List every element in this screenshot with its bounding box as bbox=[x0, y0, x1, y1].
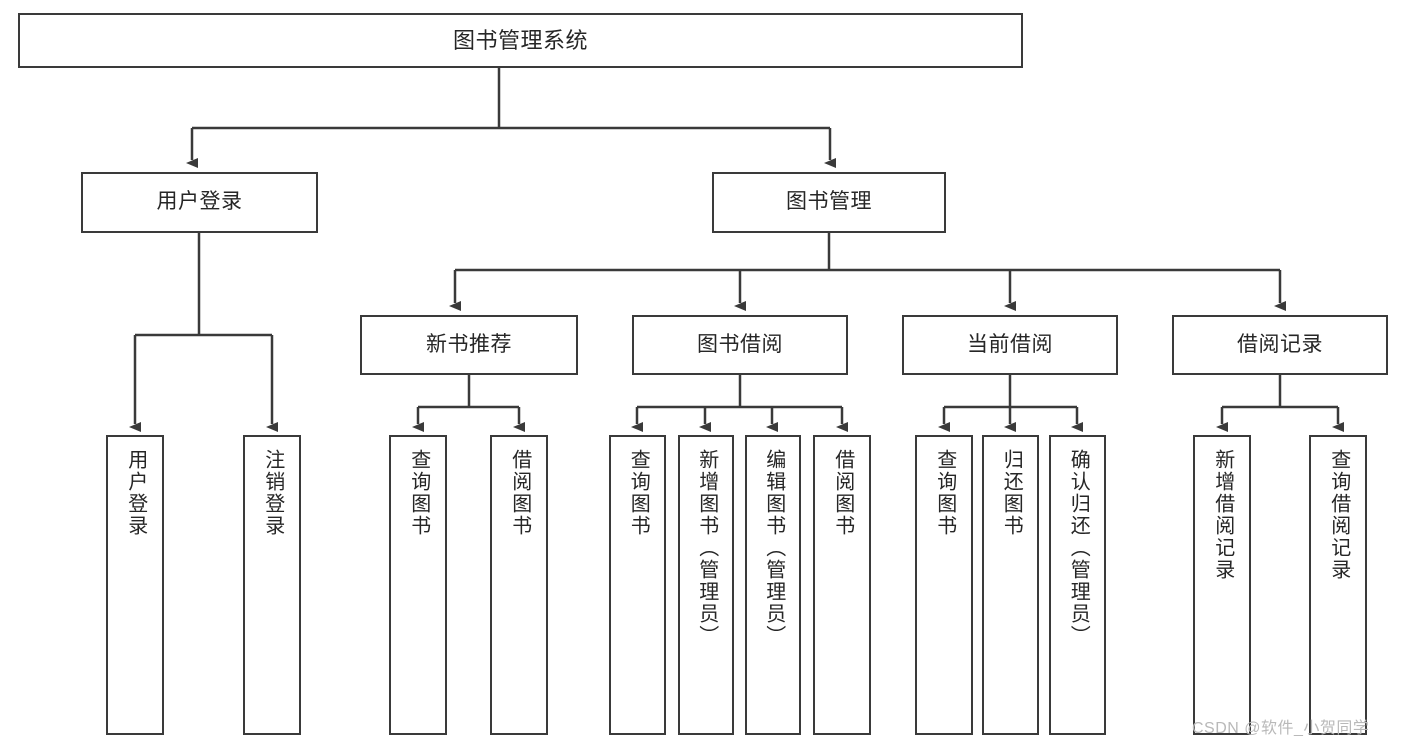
leaf-borrow-edit-book[interactable]: 编辑图书（管理员） bbox=[745, 435, 801, 735]
leaf-label: 新增图书（管理员） bbox=[695, 449, 718, 647]
node-label: 当前借阅 bbox=[967, 332, 1053, 356]
leaf-recommend-query-book[interactable]: 查询图书 bbox=[389, 435, 447, 735]
node-label: 新书推荐 bbox=[426, 332, 512, 356]
node-book-borrow[interactable]: 图书借阅 bbox=[632, 315, 848, 375]
node-user-login[interactable]: 用户登录 bbox=[81, 172, 318, 233]
node-new-book-recommend[interactable]: 新书推荐 bbox=[360, 315, 578, 375]
node-label: 图书管理系统 bbox=[452, 27, 588, 53]
node-borrow-record[interactable]: 借阅记录 bbox=[1172, 315, 1388, 375]
leaf-current-confirm-return[interactable]: 确认归还（管理员） bbox=[1049, 435, 1106, 735]
watermark: CSDN @软件_小贺同学 bbox=[1192, 720, 1370, 737]
node-label: 用户登录 bbox=[156, 190, 243, 214]
leaf-borrow-add-book[interactable]: 新增图书（管理员） bbox=[678, 435, 734, 735]
leaf-label: 查询借阅记录 bbox=[1327, 449, 1350, 581]
node-root-system[interactable]: 图书管理系统 bbox=[18, 13, 1023, 68]
leaf-label: 借阅图书 bbox=[831, 449, 854, 537]
leaf-user-login[interactable]: 用户登录 bbox=[106, 435, 164, 735]
node-book-management[interactable]: 图书管理 bbox=[712, 172, 946, 233]
leaf-label: 确认归还（管理员） bbox=[1067, 449, 1090, 647]
node-label: 借阅记录 bbox=[1237, 332, 1323, 356]
leaf-record-add[interactable]: 新增借阅记录 bbox=[1193, 435, 1251, 735]
node-label: 图书借阅 bbox=[697, 332, 783, 356]
leaf-label: 编辑图书（管理员） bbox=[762, 449, 785, 647]
node-label: 图书管理 bbox=[786, 190, 872, 214]
leaf-label: 新增借阅记录 bbox=[1211, 449, 1234, 581]
leaf-current-return-book[interactable]: 归还图书 bbox=[982, 435, 1039, 735]
leaf-current-query-book[interactable]: 查询图书 bbox=[915, 435, 973, 735]
leaf-borrow-query-book[interactable]: 查询图书 bbox=[609, 435, 666, 735]
leaf-label: 查询图书 bbox=[933, 449, 956, 537]
leaf-recommend-borrow-book[interactable]: 借阅图书 bbox=[490, 435, 548, 735]
leaf-borrow-borrow-book[interactable]: 借阅图书 bbox=[813, 435, 871, 735]
leaf-user-logout[interactable]: 注销登录 bbox=[243, 435, 301, 735]
leaf-record-query[interactable]: 查询借阅记录 bbox=[1309, 435, 1367, 735]
leaf-label: 注销登录 bbox=[261, 449, 284, 537]
leaf-label: 借阅图书 bbox=[508, 449, 531, 537]
leaf-label: 查询图书 bbox=[627, 449, 650, 537]
leaf-label: 用户登录 bbox=[124, 449, 147, 537]
leaf-label: 归还图书 bbox=[1000, 449, 1023, 537]
leaf-label: 查询图书 bbox=[407, 449, 430, 537]
node-current-borrow[interactable]: 当前借阅 bbox=[902, 315, 1118, 375]
